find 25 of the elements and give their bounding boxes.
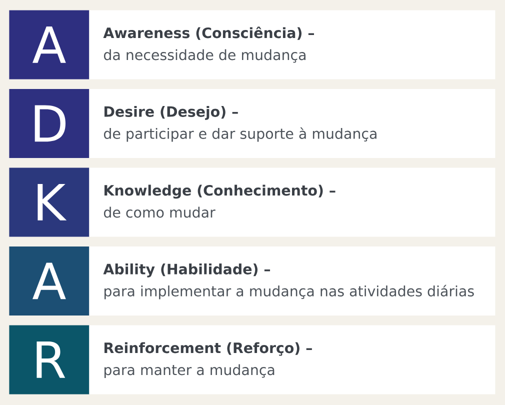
heading: Reinforcement (Reforço) –	[104, 342, 312, 356]
heading: Ability (Habilidade) –	[103, 263, 270, 278]
letter-tile	[9, 246, 90, 316]
description: de participar e dar suporte à mudança	[104, 127, 376, 142]
description: da necessidade de mudança	[104, 49, 306, 63]
description: para manter a mudança	[104, 364, 274, 378]
text-panel	[89, 168, 496, 237]
text-panel	[89, 10, 496, 80]
letter-tile	[9, 88, 90, 158]
letter: A	[32, 262, 66, 300]
heading: Knowledge (Conhecimento) –	[104, 184, 336, 199]
letter-tile	[9, 325, 90, 394]
text-panel	[89, 88, 496, 158]
heading: Awareness (Consciência) –	[103, 26, 314, 40]
heading: Desire (Desejo) –	[104, 106, 238, 120]
letter-tile	[9, 10, 90, 80]
description: para implementar a mudança nas atividades diárias	[104, 284, 474, 300]
letter: D	[34, 105, 66, 142]
letter: A	[32, 26, 66, 63]
letter: K	[38, 184, 67, 220]
letter: R	[36, 341, 66, 378]
text-panel	[89, 246, 496, 316]
description: de como mudar	[104, 206, 216, 218]
text-panel	[89, 325, 496, 394]
letter-tile	[9, 168, 90, 237]
